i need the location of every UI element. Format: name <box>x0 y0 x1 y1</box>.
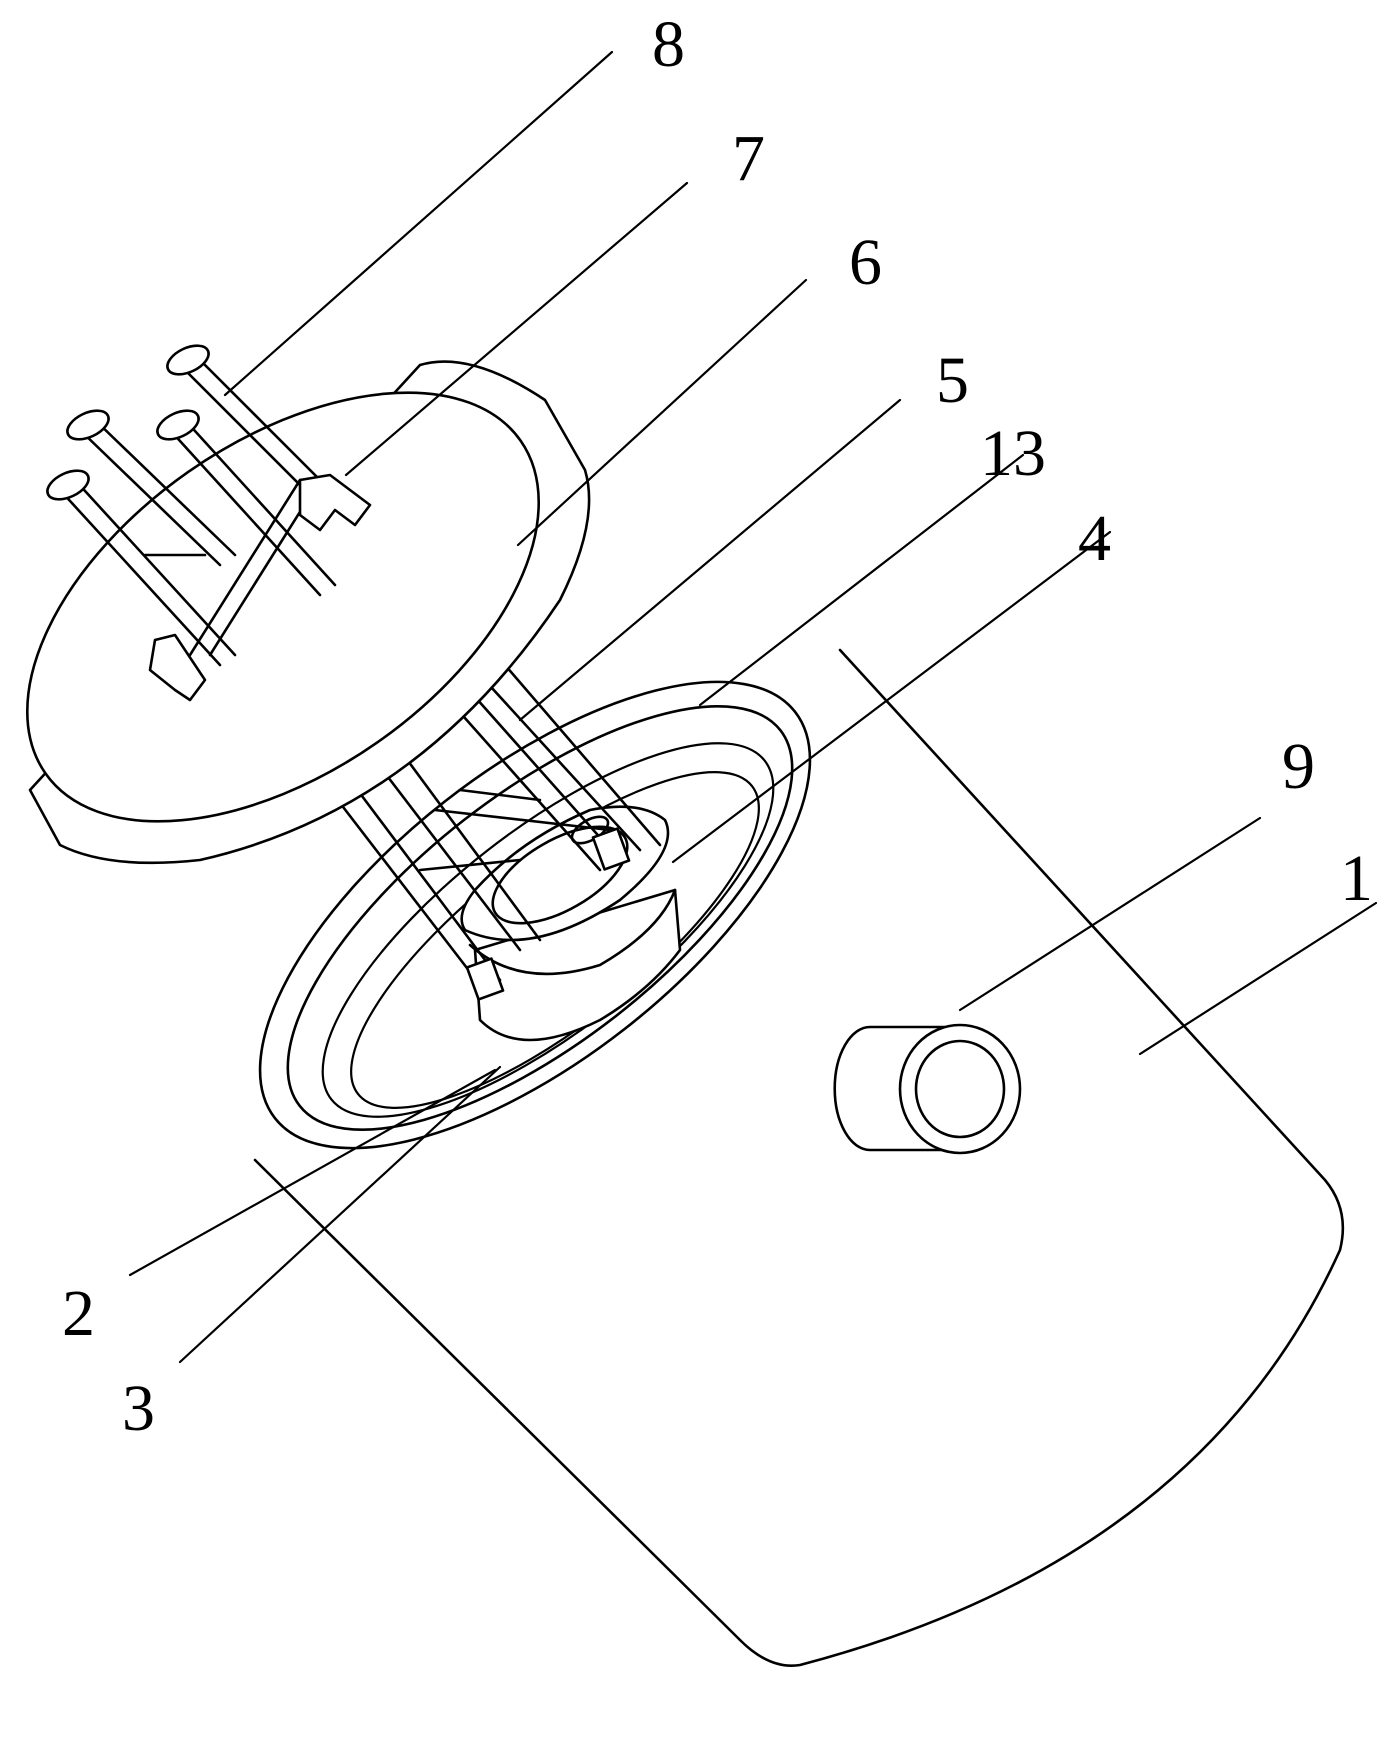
label-4: 4 <box>1078 502 1111 575</box>
label-9: 9 <box>1282 730 1315 803</box>
label-2: 2 <box>62 1277 95 1350</box>
label-13: 13 <box>980 417 1046 490</box>
label-1: 1 <box>1340 842 1373 915</box>
label-7: 7 <box>732 122 765 195</box>
label-8: 8 <box>652 8 685 81</box>
label-3: 3 <box>122 1372 155 1445</box>
cover-disc <box>25 360 591 865</box>
clamp-lower <box>148 633 207 702</box>
leader-lines <box>128 50 1377 1364</box>
cylinder-body <box>253 648 1345 1667</box>
clamp-upper <box>298 473 372 532</box>
outlet-pipe <box>833 1023 1022 1155</box>
top-rods <box>46 344 347 667</box>
label-6: 6 <box>849 226 882 299</box>
inner-assembly <box>328 663 682 1042</box>
label-5: 5 <box>936 344 969 417</box>
reference-labels: 8 7 6 5 13 4 9 1 2 3 <box>62 8 1373 1445</box>
